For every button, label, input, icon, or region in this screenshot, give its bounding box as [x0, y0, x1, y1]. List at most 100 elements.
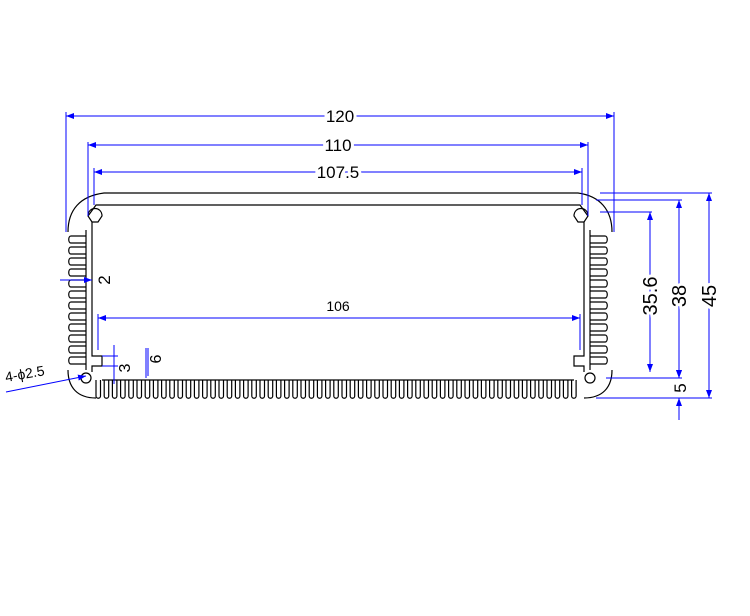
bottom-fin [120, 380, 126, 399]
bottom-fin [530, 380, 536, 399]
bottom-fin [480, 380, 487, 399]
bottom-fin [407, 380, 413, 399]
label-106: 106 [326, 298, 350, 314]
side-fins-right [590, 235, 608, 365]
bottom-fin [521, 380, 528, 399]
side-fin-right [590, 268, 608, 277]
bottom-right-slot [573, 348, 585, 372]
side-fin-left [68, 323, 86, 332]
top-left-slot [87, 207, 103, 223]
bottom-fin [382, 380, 389, 399]
dimension-labels: 120 110 107.5 106 45 38 35.6 5 2 6 3 4-ϕ… [4, 104, 724, 393]
bottom-fin [325, 380, 331, 399]
side-fin-right [590, 334, 608, 343]
bottom-fin [333, 380, 339, 399]
bottom-fin [571, 380, 577, 399]
bottom-fin [439, 380, 446, 399]
bottom-fin [431, 380, 438, 399]
mounting-hole-left [80, 372, 92, 384]
bottom-fin [292, 380, 298, 399]
label-38: 38 [669, 285, 691, 307]
bottom-fin [374, 380, 380, 399]
bottom-fin [259, 380, 266, 399]
side-fin-left [68, 279, 86, 288]
dimension-lines [5, 112, 712, 420]
inner-shell-top [87, 204, 589, 217]
bottom-fin [267, 380, 274, 399]
bottom-fin [505, 380, 512, 399]
side-fin-right [590, 290, 608, 299]
bottom-fin [448, 380, 454, 399]
hole-leader-line [5, 374, 87, 393]
bottom-fin [423, 380, 430, 399]
bottom-fin [226, 380, 233, 399]
bottom-fin [275, 380, 282, 399]
label-mounting-holes: 4-ϕ2.5 [4, 362, 46, 385]
bottom-fin [177, 380, 184, 399]
bottom-fin [103, 380, 110, 399]
top-right-slot [573, 207, 589, 223]
bottom-fin [366, 380, 372, 399]
label-5: 5 [671, 383, 690, 392]
bottom-fin [136, 380, 143, 399]
side-fin-right [590, 323, 608, 332]
bottom-fin [111, 380, 118, 399]
bottom-fin [349, 380, 356, 399]
bottom-fin [128, 380, 134, 399]
bottom-fin [152, 380, 159, 399]
bottom-fin [554, 380, 561, 399]
bottom-fin [513, 380, 520, 399]
side-fin-left [68, 268, 86, 277]
bottom-fin [472, 380, 479, 399]
side-fin-left [68, 246, 86, 255]
bottom-fin [316, 380, 323, 399]
side-fin-left [68, 257, 86, 266]
bottom-fin [464, 380, 471, 399]
label-2: 2 [95, 275, 114, 284]
side-fin-right [590, 312, 608, 321]
bottom-fin [210, 380, 216, 399]
side-fin-right [590, 246, 608, 255]
bottom-fin [398, 380, 405, 399]
label-6: 6 [148, 354, 165, 363]
bottom-fin [308, 380, 315, 399]
side-fin-right [590, 356, 608, 365]
label-3: 3 [117, 363, 134, 372]
side-fin-left [68, 235, 86, 244]
bottom-fin [300, 380, 307, 399]
bottom-fin [193, 380, 200, 399]
bottom-fin [546, 380, 553, 399]
bottom-fin [357, 380, 364, 399]
outer-shell-top [67, 192, 613, 233]
bottom-fins [95, 380, 577, 399]
bottom-fin [284, 380, 290, 399]
outer-shell-bottom-right [583, 369, 613, 399]
bottom-fin [456, 380, 462, 399]
side-fin-left [68, 290, 86, 299]
outer-shell-bottom-left [67, 369, 97, 399]
side-fin-right [590, 235, 608, 244]
side-fin-left [68, 312, 86, 321]
side-fin-left [68, 345, 86, 354]
bottom-fin [161, 380, 167, 399]
side-fin-left [68, 334, 86, 343]
bottom-fin [185, 380, 192, 399]
enclosure-profile [67, 192, 613, 399]
bottom-fin [497, 380, 503, 399]
label-107-5: 107.5 [317, 163, 360, 182]
side-fin-right [590, 345, 608, 354]
side-fins-left [68, 235, 86, 365]
side-fin-right [590, 279, 608, 288]
bottom-fin [95, 380, 102, 399]
side-fin-right [590, 301, 608, 310]
side-fin-left [68, 356, 86, 365]
label-35-6: 35.6 [640, 277, 662, 316]
bottom-fin [218, 380, 225, 399]
bottom-fin [341, 380, 348, 399]
label-110: 110 [324, 136, 351, 155]
mounting-hole-right [584, 372, 596, 384]
label-45: 45 [699, 285, 721, 307]
bottom-fin [234, 380, 241, 399]
bottom-fin [169, 380, 175, 399]
